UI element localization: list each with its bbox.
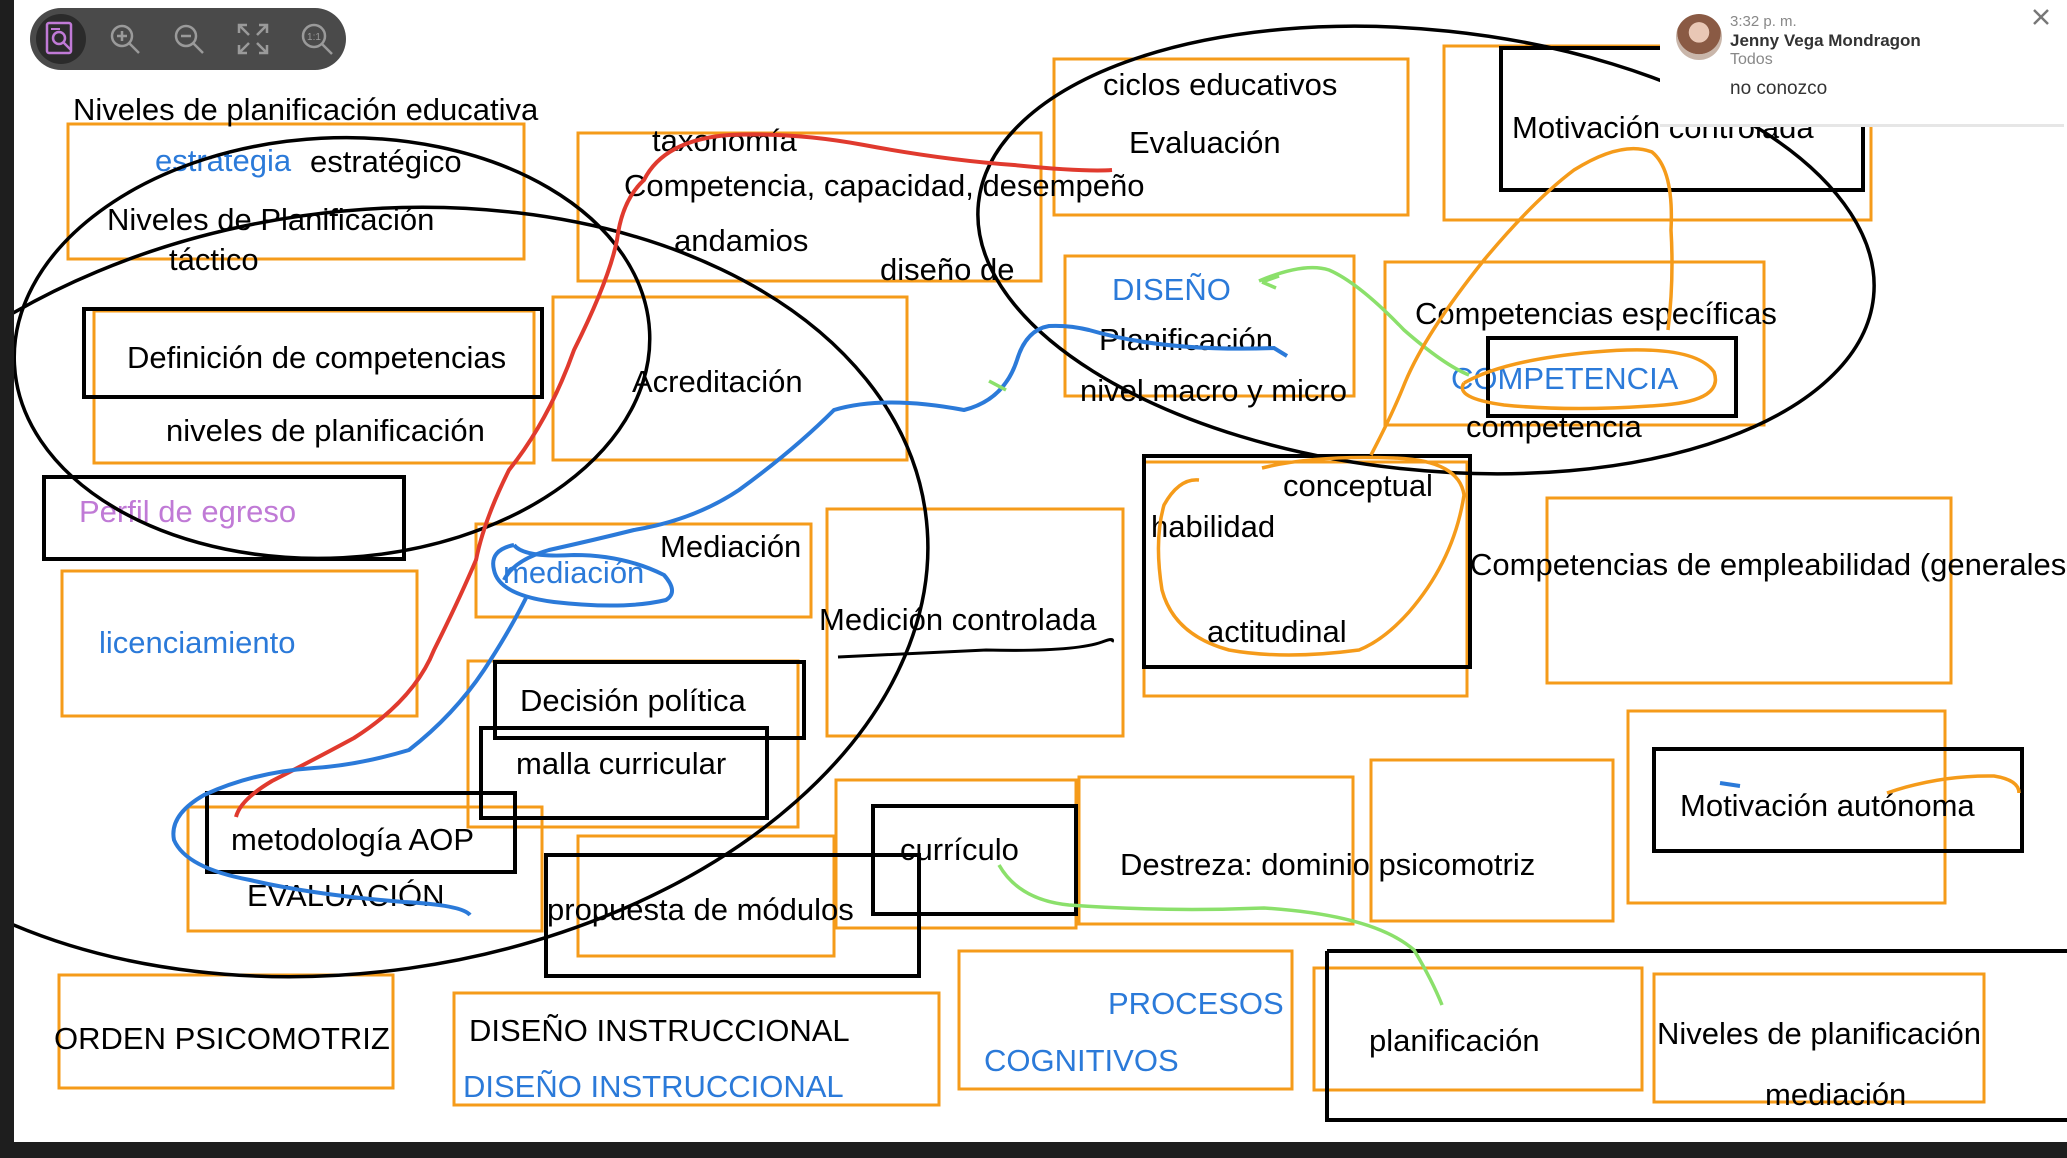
note-text[interactable]: ORDEN PSICOMOTRIZ xyxy=(54,1021,390,1056)
note-text[interactable]: Competencias específicas xyxy=(1415,296,1777,331)
note-text[interactable]: DISEÑO INSTRUCCIONAL xyxy=(463,1069,844,1104)
note-text[interactable]: Definición de competencias xyxy=(127,340,507,375)
note-text[interactable]: DISEÑO xyxy=(1112,272,1231,307)
note-text[interactable]: Motivación autónoma xyxy=(1680,788,1975,823)
message-time: 3:32 p. m. xyxy=(1730,13,1797,30)
note-text[interactable]: nivel macro y micro xyxy=(1080,373,1347,408)
note-text[interactable]: propuesta de módulos xyxy=(547,892,854,927)
note-text[interactable]: planificación xyxy=(1369,1023,1540,1058)
actual-size-button[interactable]: 1:1 xyxy=(292,14,342,64)
note-text[interactable]: actitudinal xyxy=(1207,614,1347,649)
note-frame xyxy=(1383,260,1766,427)
close-icon xyxy=(2033,9,2049,25)
note-text[interactable]: COGNITIVOS xyxy=(984,1043,1179,1078)
note-text[interactable]: Niveles de planificación xyxy=(1657,1016,1981,1051)
note-text[interactable]: habilidad xyxy=(1151,509,1276,544)
note-text[interactable]: Niveles de planificación educativa xyxy=(73,92,539,127)
note-text[interactable]: metodología AOP xyxy=(231,822,474,857)
note-text[interactable]: PROCESOS xyxy=(1108,986,1284,1021)
note-frame xyxy=(452,991,941,1107)
note-text[interactable]: Evaluación xyxy=(1129,125,1281,160)
message-text: no conozco xyxy=(1730,78,1828,99)
note-text[interactable]: licenciamiento xyxy=(99,625,296,660)
whiteboard-canvas[interactable]: Niveles de planificación educativa estra… xyxy=(14,0,2067,1142)
note-text[interactable]: Acreditación xyxy=(632,364,803,399)
view-fit-icon xyxy=(45,21,73,55)
zoom-out-icon xyxy=(174,24,204,54)
note-text[interactable]: táctico xyxy=(169,242,259,277)
note-text[interactable]: Decisión política xyxy=(520,683,746,718)
note-frame xyxy=(1545,496,1953,685)
close-button[interactable] xyxy=(2024,0,2058,34)
note-text[interactable]: andamios xyxy=(674,223,809,258)
zoom-in-icon xyxy=(110,24,140,54)
note-text[interactable]: COMPETENCIA xyxy=(1451,361,1679,396)
note-text[interactable]: DISEÑO INSTRUCCIONAL xyxy=(469,1013,850,1048)
actual-size-label: 1:1 xyxy=(307,32,321,43)
note-text[interactable]: Competencia, capacidad, desempeño xyxy=(624,168,1145,203)
note-text[interactable]: mediación xyxy=(503,555,645,590)
note-text[interactable]: diseño de xyxy=(880,252,1015,287)
avatar xyxy=(1676,14,1722,60)
note-text[interactable]: taxonomía xyxy=(652,123,797,158)
message-author: Jenny Vega Mondragon xyxy=(1730,31,1921,50)
fit-to-screen-icon xyxy=(237,23,269,55)
note-text[interactable]: malla curricular xyxy=(516,746,727,781)
note-text[interactable]: Niveles de Planificación xyxy=(107,202,435,237)
fit-to-screen-button[interactable] xyxy=(228,14,278,64)
view-fit-button[interactable] xyxy=(36,14,86,64)
note-text[interactable]: Medición controlada xyxy=(819,602,1097,637)
note-text[interactable]: Planificación xyxy=(1099,322,1274,357)
note-frame xyxy=(1369,758,1615,923)
note-text[interactable]: currículo xyxy=(900,832,1019,867)
note-text[interactable]: EVALUACIÓN xyxy=(247,878,445,913)
message-audience: Todos xyxy=(1730,51,1773,68)
zoom-in-button[interactable] xyxy=(100,14,150,64)
note-text[interactable]: Destreza: dominio psicomotriz xyxy=(1120,847,1536,882)
actual-size-icon: 1:1 xyxy=(301,23,333,55)
note-text[interactable]: Competencias de empleabilidad (generales xyxy=(1470,547,2067,582)
note-text[interactable]: ciclos educativos xyxy=(1103,67,1338,102)
note-text[interactable]: Mediación xyxy=(660,529,802,564)
note-text[interactable]: mediación xyxy=(1765,1077,1907,1112)
note-text[interactable]: estrategia xyxy=(155,143,292,178)
note-text[interactable]: Perfil de egreso xyxy=(79,494,297,529)
note-text[interactable]: niveles de planificación xyxy=(166,413,485,448)
note-text[interactable]: estratégico xyxy=(310,144,462,179)
chat-notification[interactable]: 3:32 p. m. Jenny Vega Mondragon Todos no… xyxy=(1660,0,2064,127)
zoom-out-button[interactable] xyxy=(164,14,214,64)
note-text[interactable]: conceptual xyxy=(1283,468,1433,503)
note-text[interactable]: competencia xyxy=(1466,409,1642,444)
viewer-toolbar: 1:1 xyxy=(30,8,346,70)
